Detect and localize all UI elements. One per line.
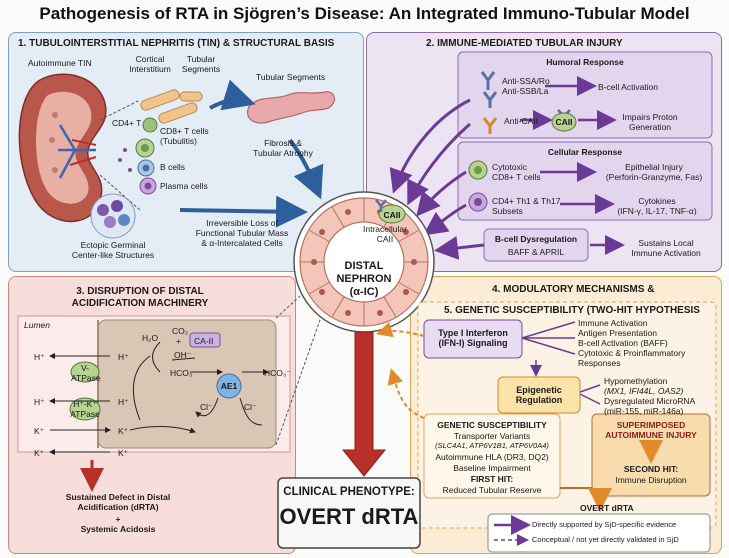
panel4-heading: 4. MODULATORY MECHANISMS &	[492, 284, 655, 295]
autoimmune-tin-label: Autoimmune TIN	[28, 58, 92, 68]
hco3-outer-label: HCO₃⁻	[264, 368, 291, 378]
antibody-icons	[480, 71, 498, 108]
second-hit-label: SECOND HIT:	[623, 464, 679, 474]
epigenetic-label: Epigenetic Regulation	[515, 385, 563, 405]
hla-label: Autoimmune HLA (DR3, DQ2)	[435, 452, 549, 462]
bcell-activation-label: B-cell Activation	[598, 82, 658, 92]
page-title: Pathogenesis of RTA in Sjögren’s Disease…	[39, 4, 690, 23]
v-atpase-label: V- ATPase	[71, 363, 101, 383]
overt-drta-main-label: OVERT dRTA	[279, 504, 419, 529]
red-down-arrow	[341, 331, 387, 477]
cytotoxic-label: Cytotoxic CD8+ T cells	[492, 162, 541, 182]
ae1-label: AE1	[220, 381, 238, 391]
hplus-lumen-2: H⁺	[34, 397, 45, 407]
bcell-dysregulation-title: B-cell Dysregulation	[494, 234, 578, 244]
distal-nephron-label: DISTAL NEPHRON (α-IC)	[336, 260, 392, 298]
h2o-label: H₂O	[142, 333, 159, 343]
baseline-label: Baseline Impairment	[453, 463, 531, 473]
tubular-segment-illustration	[247, 91, 336, 124]
b-cells-label: B cells	[160, 162, 186, 172]
baff-label: BAFF & APRIL	[507, 247, 565, 257]
cd8-label: CD8+ T cells (Tubulitis)	[160, 126, 209, 146]
hypomethylation-label: Hypomethylation	[604, 376, 668, 386]
intracellular-caii-label: Intracellular CAII	[363, 224, 407, 244]
co2-label: CO₂	[172, 326, 189, 336]
hk-atpase-label: H⁺-K⁺ ATPase	[70, 399, 100, 419]
panel3-heading: 3. DISRUPTION OF DISTAL ACIDIFICATION MA…	[71, 286, 209, 309]
immune-cells-cluster	[118, 117, 158, 195]
first-hit-text: Reduced Tubular Reserve	[442, 485, 542, 495]
center-caii-label: CAII	[383, 210, 401, 220]
ifn-label: Type I Interferon (IFN-I) Signaling	[438, 328, 508, 348]
superimposed-label: SUPERIMPOSED AUTOIMMUNE INJURY	[605, 420, 697, 440]
legend-dashed-label: Conceptual / not yet directly validated …	[532, 535, 679, 544]
genetic-title: GENETIC SUSCEPTIBILITY	[437, 420, 547, 430]
k-cell-2: K⁺	[118, 448, 129, 458]
cd4-label: CD4+ T	[112, 118, 142, 128]
hplus-cell-2: H⁺	[118, 397, 129, 407]
germinal-center-illustration	[90, 193, 136, 239]
cellular-title: Cellular Response	[547, 147, 623, 157]
oh-label: OH⁻	[174, 350, 192, 360]
legend-solid-label: Directly supported by SjD-specific evide…	[532, 520, 677, 529]
clinical-phenotype-label: CLINICAL PHENOTYPE:	[283, 486, 415, 498]
kidney-illustration	[18, 73, 107, 223]
panel4-subheading: 5. GENETIC SUSCEPTIBILITY (TWO-HIT HYPOT…	[444, 305, 700, 316]
transporter-variants-label: Transporter Variants	[453, 431, 531, 441]
cd4-th-label: CD4+ Th1 & Th17 Subsets	[492, 196, 561, 216]
hplus-lumen-1: H⁺	[34, 352, 45, 362]
k-lumen-1: K⁺	[34, 426, 45, 436]
panel1-heading: 1. TUBULOINTERSTITIAL NEPHRITIS (TIN) & …	[18, 38, 335, 49]
panel2-heading: 2. IMMUNE-MEDIATED TUBULAR INJURY	[426, 38, 623, 49]
impairs-label: Impairs Proton Generation	[622, 112, 678, 132]
tubular-segments-big-label: Tubular Segments	[256, 72, 326, 82]
k-cell-1: K⁺	[118, 426, 129, 436]
cytokines-label: Cytokines (IFN-γ, IL-17, TNF-α)	[617, 196, 697, 216]
caii-label: CAII	[555, 117, 573, 127]
cortical-interstitium-label: Cortical Interstitium	[129, 54, 171, 74]
hco3-inner-label: HCO₃⁻	[170, 368, 197, 378]
sustained-defect-label: Sustained Defect in Distal Acidification…	[65, 492, 171, 512]
sustains-label: Sustains Local Immune Activation	[631, 238, 701, 258]
hplus-cell-1: H⁺	[118, 352, 129, 362]
k-lumen-2: K⁺	[34, 448, 45, 458]
tubular-segments-small-label: Tubular Segments	[181, 54, 221, 74]
plus-label: +	[176, 336, 181, 346]
microrna-label: Dysregulated MicroRNA (miR-155, miR-146a…	[604, 396, 696, 416]
lumen-label: Lumen	[24, 320, 50, 330]
cl-inner-label: Cl⁻	[200, 402, 213, 412]
caii-enzyme-label: CA-II	[194, 336, 214, 346]
ectopic-label: Ectopic Germinal Center-like Structures	[71, 240, 155, 260]
transporter-genes-label: (SLC4A1, ATP6V1B1, ATP6V0A4)	[435, 441, 549, 450]
epithelial-label: Epithelial Injury (Perforin-Granzyme, Fa…	[605, 162, 703, 182]
loss-label: Irreversible Loss of Functional Tubular …	[195, 218, 289, 248]
cl-outer-label: Cl⁻	[244, 402, 257, 412]
ifn-effects-list: Immune Activation Antigen Presentation B…	[578, 318, 686, 368]
first-hit-label: FIRST HIT:	[470, 474, 514, 484]
anti-caii-label: Anti-CAII	[504, 116, 539, 126]
humoral-title: Humoral Response	[546, 57, 624, 67]
distal-nephron-illustration	[293, 191, 435, 333]
hypomethylation-genes: (MX1, IFI44L, OAS2)	[604, 386, 684, 396]
second-hit-text: Immune Disruption	[615, 475, 687, 485]
fibrosis-label: Fibrosis & Tubular Atrophy	[253, 138, 313, 158]
systemic-acidosis-label: + Systemic Acidosis	[80, 514, 156, 534]
anti-ssa-label: Anti-SSA/Ro Anti-SSB/La	[502, 76, 550, 96]
overt-drta-small-label: OVERT dRTA	[580, 503, 634, 513]
interstitium-illustration	[140, 89, 203, 124]
plasma-cells-label: Plasma cells	[160, 181, 208, 191]
